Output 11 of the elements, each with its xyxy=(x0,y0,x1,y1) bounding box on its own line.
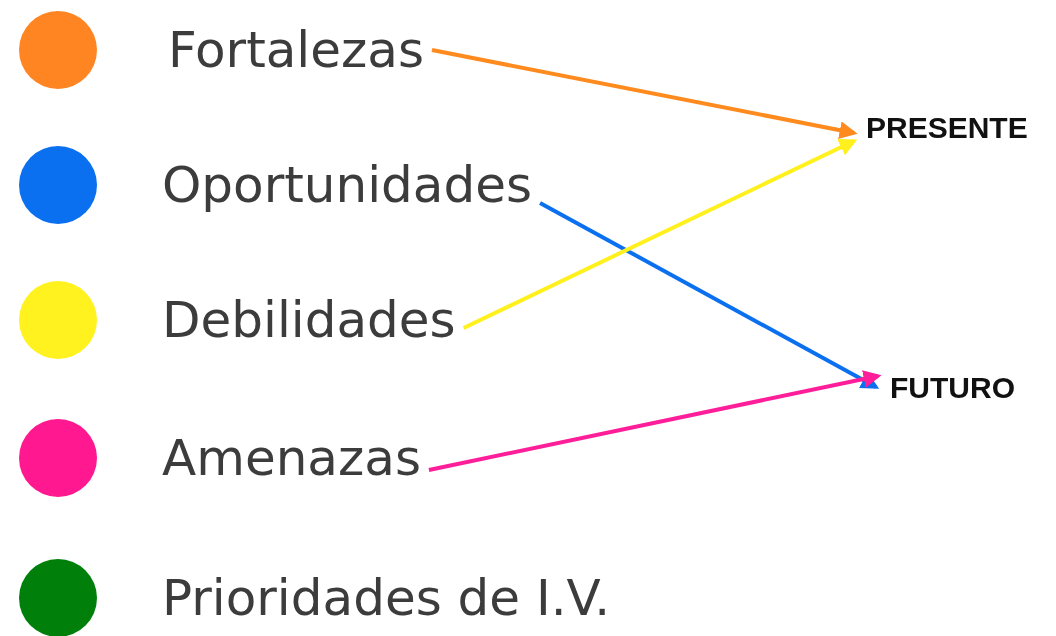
arrow xyxy=(462,139,858,330)
item-label: Fortalezas xyxy=(168,20,424,80)
arrow xyxy=(431,48,858,140)
item-label: Oportunidades xyxy=(162,155,533,215)
item-label: Debilidades xyxy=(162,290,456,350)
item-label: Amenazas xyxy=(162,428,421,488)
item-label: Prioridades de I.V. xyxy=(162,568,611,628)
target-label: PRESENTE xyxy=(866,110,1028,146)
arrow xyxy=(428,370,882,472)
target-label: FUTURO xyxy=(890,370,1015,406)
arrow xyxy=(539,201,880,389)
